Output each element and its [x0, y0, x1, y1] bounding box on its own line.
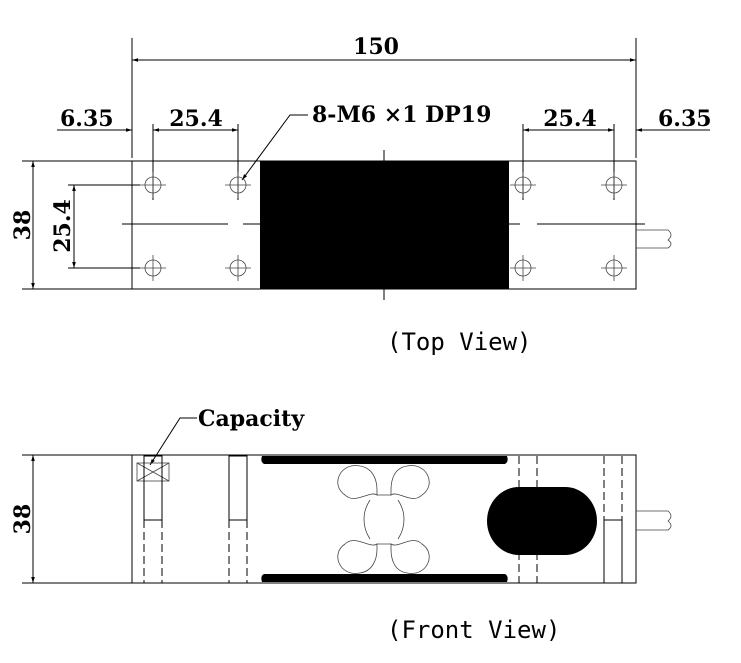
hole-icon: [140, 172, 166, 198]
hole-spacing-right-label: 25.4: [543, 106, 597, 132]
thread-callout-label: 8-M6 ×1 DP19: [312, 102, 491, 128]
hole-icon: [140, 255, 166, 281]
strain-gauge-cover: [260, 161, 509, 289]
top-view: 150 6.35 25.4 25.4 6.35 8-M6 ×1 DP19: [10, 34, 712, 356]
hole-icon: [510, 172, 536, 198]
slot: [228, 455, 248, 521]
front-view-title: (Front View): [387, 616, 560, 644]
thread-leader-line: [241, 114, 308, 181]
front-view: Capacity 38 (Front View): [10, 406, 672, 644]
cable: [636, 229, 672, 249]
edge-offset-right-label: 6.35: [658, 106, 712, 132]
upper-web: [261, 456, 508, 464]
front-body-outline: [131, 454, 637, 584]
hole-spacing-vertical-label: 25.4: [50, 199, 76, 253]
strain-gauge-pocket: [487, 487, 597, 555]
overall-length-label: 150: [353, 34, 399, 60]
cable: [636, 510, 672, 531]
slot: [603, 519, 623, 584]
capacity-label: Capacity: [198, 406, 305, 432]
hole-spacing-left-label: 25.4: [169, 106, 223, 132]
top-view-title: (Top View): [387, 328, 532, 356]
capacity-mark-icon: [136, 462, 170, 482]
hole-icon: [510, 255, 536, 281]
mounting-holes: [140, 172, 627, 281]
flexure-cutout: [337, 465, 430, 574]
lower-web: [261, 574, 508, 582]
hole-icon: [225, 255, 251, 281]
width-label: 38: [10, 210, 36, 241]
slot: [143, 455, 163, 521]
hole-icon: [601, 255, 627, 281]
hidden-hole-lines: [143, 520, 248, 583]
capacity-leader-line: [149, 417, 197, 466]
height-label: 38: [10, 504, 36, 535]
hole-icon: [225, 172, 251, 198]
hole-icon: [601, 172, 627, 198]
edge-offset-left-label: 6.35: [60, 106, 114, 132]
